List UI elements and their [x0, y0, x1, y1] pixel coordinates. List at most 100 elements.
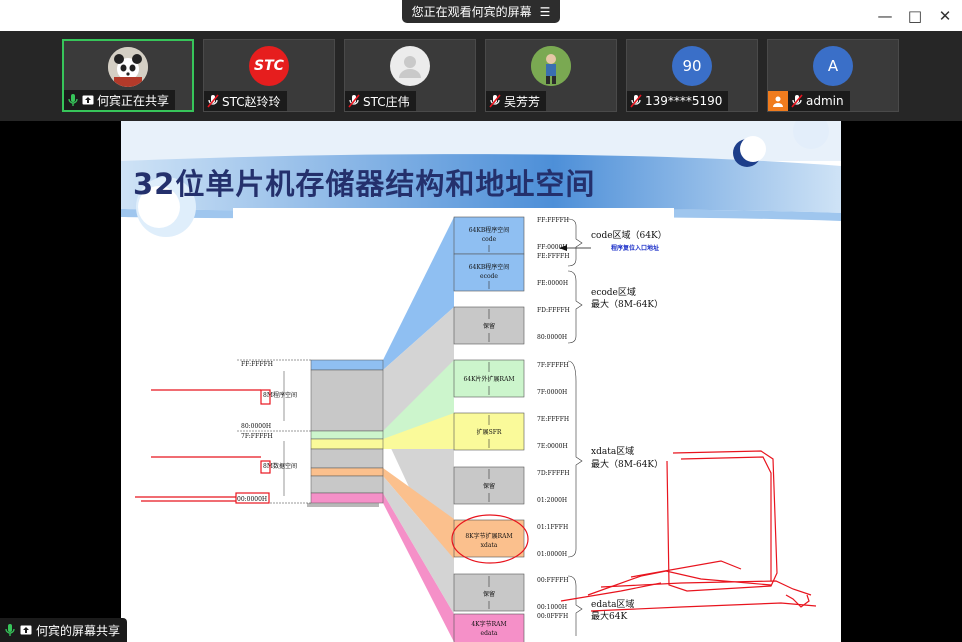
shared-screen[interactable]: 32位单片机存储器结构和地址空间: [121, 121, 841, 642]
address-label: FD:FFFFH: [537, 307, 570, 314]
address-label: 7F:FFFFH: [537, 362, 569, 369]
participant-name: admin: [768, 91, 850, 111]
participant-tile[interactable]: 90 139****5190: [626, 39, 758, 112]
reset-note: 程序复位入口地址: [610, 244, 659, 252]
address-labels: FF:FFFFH FF:0000H FE:FFFFH FE:0000H FD:F…: [537, 217, 570, 620]
block-label: 保留: [483, 322, 495, 330]
address-label: 00:1000H: [537, 604, 567, 611]
block-label: 8K字节扩展RAM: [465, 532, 512, 540]
address-label: FE:0000H: [537, 280, 568, 287]
block-labels: 64KB程序空间 code 64KB程序空间 ecode 保留 64K片外扩展R…: [463, 226, 514, 637]
participant-name: 吴芳芳: [486, 91, 547, 111]
address-label: FF:FFFFH: [537, 217, 569, 224]
address-label: 7D:FFFFH: [537, 470, 570, 477]
left-label: FF:FFFFH: [241, 361, 273, 368]
left-label: 8M数据空间: [263, 462, 297, 470]
reset-arrow-head: [559, 245, 567, 251]
initials-avatar: A: [813, 46, 853, 86]
region-label: 最大64K: [591, 610, 627, 622]
address-label: 7F:0000H: [537, 389, 567, 396]
participant-tile[interactable]: A admin: [767, 39, 899, 112]
fan-yellow: [383, 413, 454, 449]
mic-on-icon: [5, 624, 15, 636]
participant-name: STC庄伟: [345, 91, 416, 111]
block-label: 64KB程序空间: [469, 226, 510, 234]
block-label: 扩展SFR: [477, 428, 502, 436]
panda-avatar-icon: [108, 47, 148, 87]
block-label: 64K片外扩展RAM: [463, 375, 514, 383]
menu-icon[interactable]: ☰: [539, 4, 551, 19]
region-label: code区域（64K）: [591, 229, 667, 241]
host-icon: [768, 91, 788, 111]
region-label: xdata区域: [591, 445, 634, 457]
region-label: edata区域: [591, 598, 634, 610]
block-label: 保留: [483, 590, 495, 598]
red-annotations: [135, 389, 817, 612]
default-avatar-icon: [390, 46, 430, 86]
screen-share-icon: [82, 95, 94, 105]
participant-tile[interactable]: 何宾正在共享: [62, 39, 194, 112]
child-photo-icon: [531, 46, 571, 86]
region-label: 最大（8M-64K）: [591, 298, 663, 310]
slide-title: 32位单片机存储器结构和地址空间: [133, 167, 596, 201]
participant-tile[interactable]: STC庄伟: [344, 39, 476, 112]
stc-logo-avatar: STC: [249, 46, 289, 86]
region-braces: [567, 218, 583, 636]
participant-name: STC赵玲玲: [204, 91, 287, 111]
region-labels: code区域（64K） ecode区域 最大（8M-64K） xdata区域 最…: [591, 229, 667, 622]
mic-muted-icon: [630, 94, 642, 108]
address-label: 00:FFFFH: [537, 577, 569, 584]
region-label: 最大（8M-64K）: [591, 458, 663, 470]
mic-muted-icon: [207, 94, 219, 108]
block-label: 4K字节RAM: [471, 620, 506, 628]
address-label: 01:1FFFH: [537, 524, 568, 531]
share-indicator-text: 您正在观看何宾的屏幕: [411, 5, 532, 19]
address-label: 00:0FFFH: [537, 613, 568, 620]
block-label: edata: [481, 630, 498, 637]
presenter-label: 何宾的屏幕共享: [0, 618, 128, 642]
participant-name: 139****5190: [627, 91, 729, 111]
left-label: 00:0000H: [237, 496, 267, 503]
region-label: ecode区域: [591, 286, 636, 298]
address-label: 01:0000H: [537, 551, 567, 558]
photo-avatar: [531, 46, 571, 86]
avatar: [108, 47, 148, 87]
left-memory-stack: [307, 359, 384, 507]
fan-pink: [383, 493, 454, 642]
participant-tile[interactable]: 吴芳芳: [485, 39, 617, 112]
mic-muted-icon: [348, 94, 360, 108]
share-indicator[interactable]: 您正在观看何宾的屏幕 ☰: [402, 0, 560, 23]
address-label: FF:0000H: [537, 244, 568, 251]
memory-map-diagram: FF:FFFFH 8M程序空间 80:0000H 7F:FFFFH 8M数据空间…: [135, 208, 817, 642]
address-label: 7E:FFFFH: [537, 416, 569, 423]
mic-muted-icon: [791, 94, 803, 108]
address-label: FE:FFFFH: [537, 253, 569, 260]
mic-on-icon: [68, 94, 78, 106]
left-label: 80:0000H: [241, 423, 271, 430]
participant-gallery: 何宾正在共享 STC STC赵玲玲 STC庄伟: [0, 31, 962, 121]
fan-blue: [383, 217, 454, 370]
minimize-button[interactable]: —: [877, 7, 893, 25]
left-label: 8M程序空间: [263, 391, 297, 399]
mic-muted-icon: [489, 94, 501, 108]
block-label: ecode: [480, 273, 498, 280]
fan-orange: [383, 468, 454, 559]
participant-tile[interactable]: STC STC赵玲玲: [203, 39, 335, 112]
address-label: 01:2000H: [537, 497, 567, 504]
address-label: 7E:0000H: [537, 443, 568, 450]
block-label: 保留: [483, 482, 495, 490]
maximize-button[interactable]: □: [907, 7, 923, 25]
block-label: code: [482, 236, 497, 243]
participant-name: 何宾正在共享: [64, 90, 176, 110]
block-label: xdata: [481, 542, 498, 549]
initials-avatar: 90: [672, 46, 712, 86]
screen-share-icon: [20, 625, 32, 635]
fan-gray-lower: [383, 476, 454, 614]
block-label: 64KB程序空间: [469, 263, 510, 271]
title-bar: 您正在观看何宾的屏幕 ☰ — □ ✕: [0, 0, 962, 31]
left-label: 7F:FFFFH: [241, 433, 273, 440]
address-label: 80:0000H: [537, 334, 567, 341]
close-button[interactable]: ✕: [938, 7, 952, 25]
left-labels: FF:FFFFH 8M程序空间 80:0000H 7F:FFFFH 8M数据空间…: [237, 359, 311, 504]
